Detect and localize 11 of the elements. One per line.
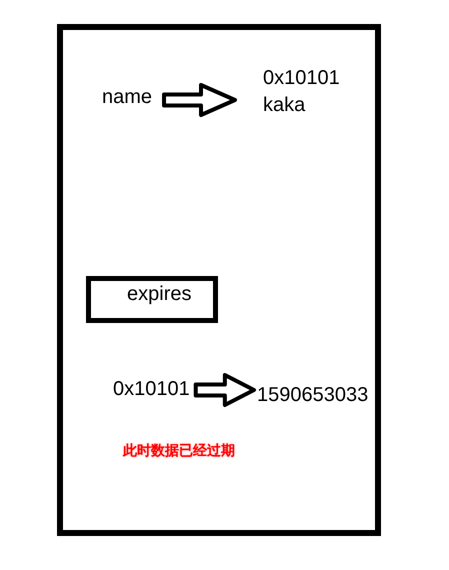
key-text: expires: [127, 283, 192, 306]
key-box: [86, 276, 218, 323]
timestamp-text: 1590653033: [257, 384, 368, 407]
frame-box: [57, 24, 381, 536]
value-text: kaka: [263, 93, 306, 118]
address-text: 0x10101: [263, 66, 340, 91]
address-text: 0x10101: [113, 378, 190, 401]
block-arrow: [194, 373, 256, 407]
warning-text: 此时数据已经过期: [123, 443, 235, 460]
block-arrow: [162, 83, 237, 117]
key-text: name: [102, 86, 152, 109]
